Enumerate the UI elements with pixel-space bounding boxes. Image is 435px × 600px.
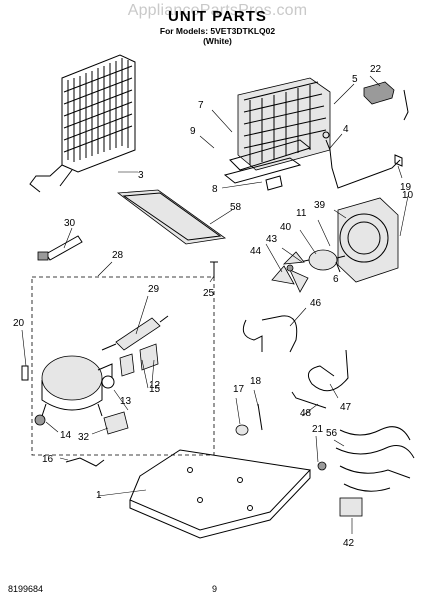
callout-28: 28 [112, 250, 124, 261]
callout-16: 16 [42, 454, 54, 465]
condenser-coil [29, 54, 136, 193]
callout-46: 46 [310, 298, 322, 309]
models-line: For Models: 5VET3DTKLQ02 [159, 26, 276, 36]
callout-6: 6 [333, 274, 339, 285]
callout-42: 42 [343, 538, 355, 549]
compressor-group-box [31, 276, 215, 456]
callout-22: 22 [370, 64, 382, 75]
callout-44: 44 [250, 246, 262, 257]
callout-8: 8 [212, 184, 218, 195]
callout-19: 19 [400, 182, 412, 193]
callout-43: 43 [266, 234, 278, 245]
color-line: (White) [203, 36, 232, 46]
part-20-fitting [21, 365, 29, 381]
callout-13: 13 [120, 396, 132, 407]
compressor [34, 355, 113, 426]
callout-48: 48 [300, 408, 312, 419]
callout-47: 47 [340, 402, 352, 413]
callout-3: 3 [138, 170, 144, 181]
callout-9: 9 [190, 126, 196, 137]
part-8-bracket [265, 175, 283, 191]
callout-10: 10 [402, 190, 414, 201]
callout-25: 25 [203, 288, 215, 299]
models-heading: For Models: 5VET3DTKLQ02 (White) [0, 26, 435, 46]
refrigerant-tubes [242, 315, 349, 409]
callout-15: 15 [149, 384, 161, 395]
callout-56: 56 [326, 428, 338, 439]
callout-12: 12 [149, 380, 161, 391]
fan-shroud [337, 197, 399, 283]
callout-20: 20 [13, 318, 25, 329]
callout-4: 4 [343, 124, 349, 135]
fan-motor [299, 249, 346, 271]
callout-17: 17 [233, 384, 245, 395]
part-22-cap [363, 81, 409, 121]
relay-parts [101, 343, 159, 389]
callout-5: 5 [352, 74, 358, 85]
part-16-wire [65, 457, 105, 467]
callout-1: 1 [96, 490, 102, 501]
wire-harness [317, 426, 415, 517]
callouts: 1 3 4 5 6 7 8 9 10 11 12 13 14 15 16 17 … [13, 64, 414, 549]
screw-6 [335, 261, 341, 273]
part-32-bracket [103, 411, 129, 435]
callout-11: 11 [296, 208, 307, 219]
callout-32: 32 [78, 432, 90, 443]
callout-21: 21 [312, 424, 324, 435]
screw-25 [210, 261, 218, 278]
watermark: AppliancePartsPros.com [127, 2, 308, 19]
fan-blade [271, 251, 309, 293]
capillary-tube [322, 131, 403, 189]
page-title: UNIT PARTS [168, 8, 267, 25]
callout-40: 40 [280, 222, 292, 233]
page-number: 9 [212, 584, 218, 594]
callout-14: 14 [60, 430, 72, 441]
document-number: 8199684 [8, 584, 44, 594]
drain-pan [116, 189, 227, 245]
part-30-lead [37, 235, 83, 261]
evaporator-coil [223, 77, 331, 184]
callout-30: 30 [64, 218, 76, 229]
base-pan [129, 449, 312, 539]
overload-protector [101, 315, 169, 351]
callout-18: 18 [250, 376, 262, 387]
callout-39: 39 [314, 200, 326, 211]
callout-7: 7 [198, 100, 204, 111]
callout-58: 58 [230, 202, 242, 213]
callout-29: 29 [148, 284, 160, 295]
part-17-18 [235, 403, 263, 436]
leader-lines [21, 75, 409, 534]
